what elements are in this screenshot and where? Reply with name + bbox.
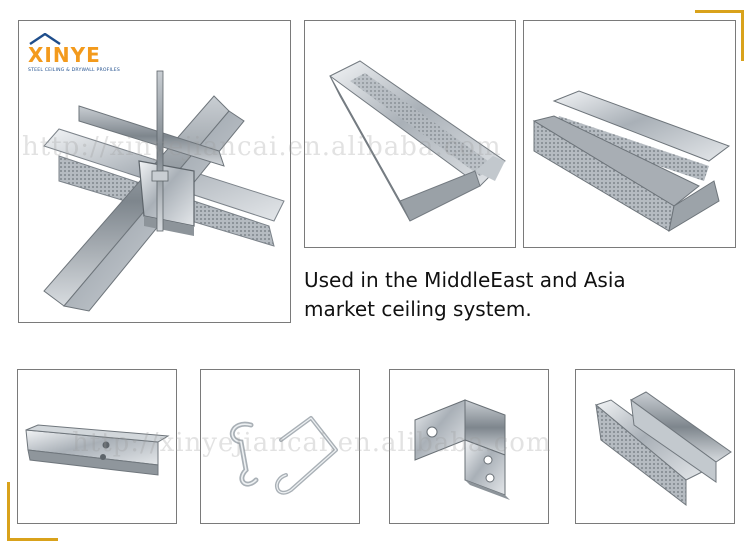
brand-name: XINYE xyxy=(28,43,101,67)
product-image-wire-clips xyxy=(200,369,360,524)
corner-frame-top-right xyxy=(695,10,744,61)
product-image-wall-angle-pair xyxy=(575,369,735,524)
product-image-u-channel-pair xyxy=(523,20,736,248)
product-image-angle-bracket xyxy=(389,369,549,524)
caption-line-1: Used in the MiddleEast and Asia xyxy=(304,268,626,292)
brand-tagline: STEEL CEILING & DRYWALL PROFILES xyxy=(28,68,121,73)
corner-frame-bottom-left xyxy=(7,482,58,541)
roof-logo-icon xyxy=(29,33,61,45)
product-image-grid-assembly xyxy=(18,20,291,323)
product-caption: Used in the MiddleEast and Asia market c… xyxy=(304,266,626,324)
product-image-extension-connector xyxy=(17,369,177,524)
xinye-logo: XINYE STEEL CEILING & DRYWALL PROFILES xyxy=(28,33,120,73)
caption-line-2: market ceiling system. xyxy=(304,297,532,321)
product-image-main-channel xyxy=(304,20,516,248)
